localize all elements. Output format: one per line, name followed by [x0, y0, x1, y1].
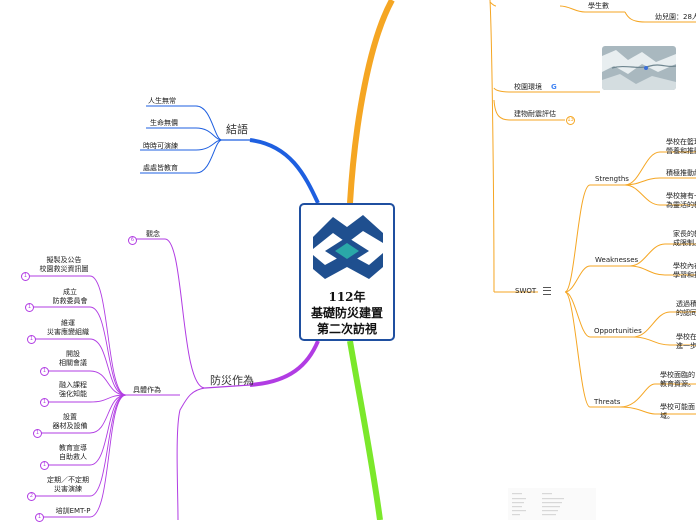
- jielun-item[interactable]: 人生無常: [148, 97, 176, 105]
- jielun-item[interactable]: 生命無價: [150, 119, 178, 127]
- weakness-item[interactable]: 家長的教成限制。: [673, 230, 696, 247]
- google-icon[interactable]: G: [551, 83, 557, 91]
- action-item[interactable]: 開設相關會議: [59, 350, 87, 367]
- concept-count-badge[interactable]: 6: [128, 236, 137, 245]
- central-title: 112年 基礎防災建置 第二次訪視: [310, 290, 383, 336]
- school-logo-icon: [313, 215, 383, 279]
- branch-orange: [347, 0, 395, 204]
- swot-strengths[interactable]: Strengths: [595, 175, 629, 183]
- action-badge[interactable]: 1: [40, 398, 49, 407]
- topic-actions[interactable]: 具體作為: [133, 386, 161, 394]
- topic-concept[interactable]: 觀念: [146, 230, 160, 238]
- action-badge[interactable]: 1: [27, 335, 36, 344]
- topic-kindergarten[interactable]: 幼兒園：28人: [655, 13, 696, 21]
- topic-campus-map[interactable]: 校園環境: [514, 83, 542, 91]
- action-badge[interactable]: 1: [35, 513, 44, 522]
- action-badge[interactable]: 1: [25, 303, 34, 312]
- action-item[interactable]: 教育宣導自助救人: [59, 444, 87, 461]
- swot-opportunities[interactable]: Opportunities: [594, 327, 642, 335]
- opportunity-item[interactable]: 透過積極的認同。: [676, 300, 696, 317]
- threat-item[interactable]: 學校面臨的教育資源。: [660, 371, 695, 388]
- action-badge[interactable]: 1: [40, 367, 49, 376]
- jielun-item[interactable]: 處處皆教育: [143, 164, 178, 172]
- action-badge[interactable]: 1: [40, 461, 49, 470]
- action-item[interactable]: 定期／不定期災害演練: [47, 476, 89, 493]
- seismic-count-badge[interactable]: 13: [566, 116, 575, 125]
- action-badge[interactable]: 2: [27, 492, 36, 501]
- opportunity-item[interactable]: 學校在國進一步提: [676, 333, 696, 350]
- action-badge[interactable]: 1: [21, 272, 30, 281]
- strength-item[interactable]: 積極推動綠: [666, 169, 696, 177]
- map-thumbnail-icon[interactable]: [602, 46, 676, 90]
- topic-fangzai[interactable]: 防災作為: [210, 374, 254, 387]
- action-item[interactable]: 維運災害應變組織: [47, 319, 89, 336]
- branch-blue: [249, 138, 320, 204]
- action-item[interactable]: 培訓EMT-P: [55, 507, 91, 515]
- central-topic[interactable]: 112年 基礎防災建置 第二次訪視: [299, 203, 395, 341]
- action-item[interactable]: 成立防救委員會: [52, 288, 88, 305]
- jielun-item[interactable]: 時時可演練: [143, 142, 178, 150]
- topic-swot[interactable]: SWOT: [515, 287, 537, 295]
- swot-weaknesses[interactable]: Weaknesses: [595, 256, 639, 264]
- action-item[interactable]: 融入課程強化知能: [59, 381, 87, 398]
- swot-threats[interactable]: Threats: [594, 398, 621, 406]
- strength-item[interactable]: 學校在籃球營養和推動: [666, 138, 696, 155]
- strength-item[interactable]: 學校擁有一為靈活的教: [666, 192, 696, 209]
- topic-students[interactable]: 學生數: [588, 2, 609, 10]
- action-item[interactable]: 設置器材及設備: [52, 413, 88, 430]
- weakness-item[interactable]: 學校內存學習和技: [673, 262, 696, 279]
- list-icon[interactable]: [543, 287, 551, 295]
- action-item[interactable]: 擬製及公告校園救災資訊圖: [39, 256, 89, 273]
- topic-jielun[interactable]: 結語: [226, 123, 248, 136]
- branch-purple: [249, 340, 320, 387]
- minimap-panel[interactable]: [508, 488, 596, 520]
- topic-seismic[interactable]: 建物耐震評估: [514, 110, 556, 118]
- threat-item[interactable]: 學校可能面域。: [660, 403, 695, 420]
- branch-green: [347, 340, 383, 520]
- action-badge[interactable]: 1: [33, 429, 42, 438]
